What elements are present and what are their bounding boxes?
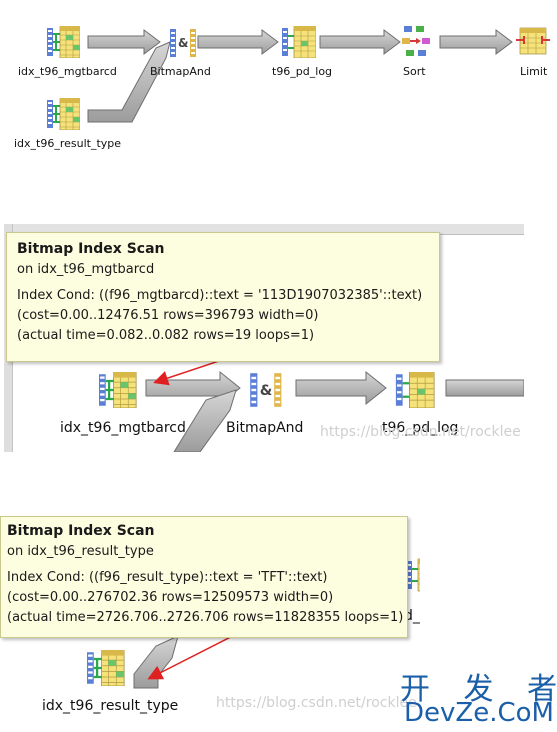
index-scan-icon[interactable]: [46, 98, 80, 130]
tooltip-cost: (cost=0.00..12476.51 rows=396793 width=0…: [17, 308, 319, 323]
connector-arrow: [319, 29, 401, 55]
brand-logo-text: DevZe.CoM: [404, 698, 554, 728]
node-label-idx-result-type: idx_t96_result_type: [14, 137, 122, 150]
connector-arrow: [445, 379, 524, 397]
tooltip-subtitle: on idx_t96_result_type: [7, 544, 154, 559]
connector-arrow: [439, 29, 513, 55]
limit-icon[interactable]: [516, 26, 550, 56]
node-label-idx-mgtbarcd: idx_t96_mgtbarcd: [60, 420, 186, 436]
tooltip-title: Bitmap Index Scan: [7, 523, 155, 539]
tooltip-index-cond: Index Cond: ((f96_mgtbarcd)::text = '113…: [17, 288, 423, 303]
connector-arrow: [87, 29, 161, 55]
plan-connectors: [87, 29, 513, 123]
connector-arrow: [133, 635, 179, 689]
node-label-idx-mgtbarcd: idx_t96_mgtbarcd: [18, 65, 117, 78]
node-label-idx-result-type: idx_t96_result_type: [42, 698, 179, 714]
node-label-pd-log: t96_pd_log: [272, 65, 333, 78]
heap-scan-icon[interactable]: [394, 372, 436, 408]
watermark: https://blog.csdn.net/rocklee: [320, 424, 521, 440]
heap-scan-icon[interactable]: [282, 26, 316, 58]
node-label-bitmap-and: BitmapAnd: [150, 65, 211, 78]
plan-node-tooltip: Bitmap Index Scan on idx_t96_result_type…: [0, 516, 408, 638]
bitmap-and-icon[interactable]: [170, 28, 198, 58]
tooltip-actual: (actual time=0.082..0.082 rows=19 loops=…: [17, 328, 315, 343]
plan-diagram-top: idx_t96_mgtbarcd BitmapAnd t96_pd_log So…: [0, 0, 557, 170]
node-label-bitmap-and: BitmapAnd: [226, 420, 304, 436]
index-scan-icon[interactable]: [84, 650, 126, 686]
node-label-pd-log: t96_pd_log: [382, 420, 459, 436]
connector-arrow: [197, 29, 279, 55]
bitmap-and-icon[interactable]: [250, 372, 284, 408]
screenshot-panel-result-type: idx_t96_result_type d_ https://blog.csdn…: [0, 512, 420, 732]
tooltip-cost: (cost=0.00..276702.36 rows=12509573 widt…: [7, 590, 334, 605]
tooltip-actual: (actual time=2726.706..2726.706 rows=118…: [7, 610, 404, 625]
index-scan-icon[interactable]: [46, 26, 80, 58]
screenshot-panel-mgtbarcd: idx_t96_mgtbarcd BitmapAnd t96_pd_log ht…: [4, 224, 524, 452]
plan-node-tooltip: Bitmap Index Scan on idx_t96_mgtbarcd In…: [6, 232, 440, 362]
tooltip-index-cond: Index Cond: ((f96_result_type)::text = '…: [7, 570, 328, 585]
index-scan-icon[interactable]: [96, 372, 138, 408]
connector-arrow: [173, 389, 237, 452]
tooltip-subtitle: on idx_t96_mgtbarcd: [17, 262, 155, 277]
connector-arrow: [295, 370, 387, 406]
connector-arrow: [87, 41, 171, 123]
brand-logo-chinese: 开 发 者: [400, 672, 557, 707]
tooltip-title: Bitmap Index Scan: [17, 241, 165, 257]
heap-scan-icon[interactable]: [406, 558, 420, 592]
node-label-sort: Sort: [403, 65, 426, 78]
sort-icon[interactable]: [402, 26, 432, 58]
watermark: https://blog.csdn.net/rocklee: [216, 695, 417, 711]
node-label-limit: Limit: [520, 65, 548, 78]
